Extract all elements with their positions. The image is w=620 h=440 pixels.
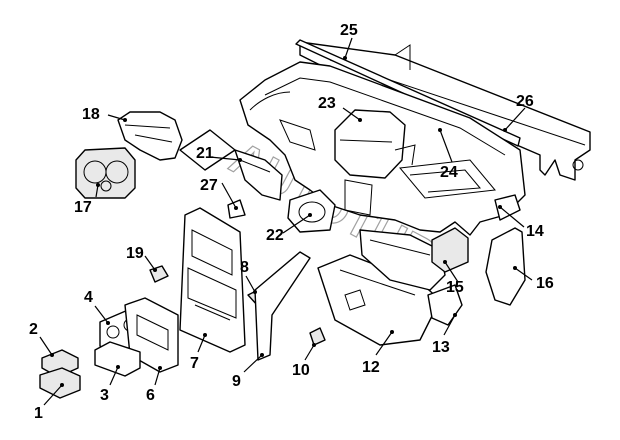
leader-lines <box>39 37 533 406</box>
center-console-frame <box>179 207 246 353</box>
passenger-airbag-module <box>334 109 416 179</box>
callout-16: 16 <box>536 275 554 292</box>
callout-4: 4 <box>84 289 93 306</box>
center-bezel-bracket <box>227 149 283 219</box>
callout-labels: 1 2 3 4 5 6 7 8 9 10 12 13 14 15 16 17 1… <box>29 22 554 422</box>
center-air-vent <box>431 227 469 273</box>
trim-clip <box>309 327 326 346</box>
lower-dash-panel <box>359 229 446 291</box>
storage-tray <box>94 341 141 377</box>
callout-18: 18 <box>82 106 100 123</box>
switch-lower <box>39 367 81 399</box>
side-trim-panel <box>254 251 311 361</box>
callout-25: 25 <box>340 22 358 39</box>
callout-1: 1 <box>34 405 43 422</box>
callout-8: 8 <box>240 259 249 276</box>
callout-3: 3 <box>100 387 109 404</box>
callout-12: 12 <box>362 359 380 376</box>
callout-17: 17 <box>74 199 92 216</box>
callout-22: 22 <box>266 227 284 244</box>
side-end-panel <box>485 227 526 306</box>
callout-21: 21 <box>196 145 214 162</box>
small-switch <box>149 265 169 283</box>
callout-13: 13 <box>432 339 450 356</box>
callout-19: 19 <box>126 245 144 262</box>
dash-end-cap <box>494 194 521 221</box>
callout-26: 26 <box>516 93 534 110</box>
callout-6: 6 <box>146 387 155 404</box>
instrument-cluster-hood <box>117 111 236 171</box>
callout-2: 2 <box>29 321 38 338</box>
callout-15: 15 <box>446 279 464 296</box>
callout-7: 7 <box>190 355 199 372</box>
callout-10: 10 <box>292 362 310 379</box>
instrument-cluster <box>75 147 136 199</box>
callout-9: 9 <box>232 373 241 390</box>
callout-27: 27 <box>200 177 218 194</box>
switch-upper <box>41 349 79 378</box>
callout-24: 24 <box>440 164 458 181</box>
glove-box <box>317 254 441 346</box>
callout-23: 23 <box>318 95 336 112</box>
callout-14: 14 <box>526 223 544 240</box>
